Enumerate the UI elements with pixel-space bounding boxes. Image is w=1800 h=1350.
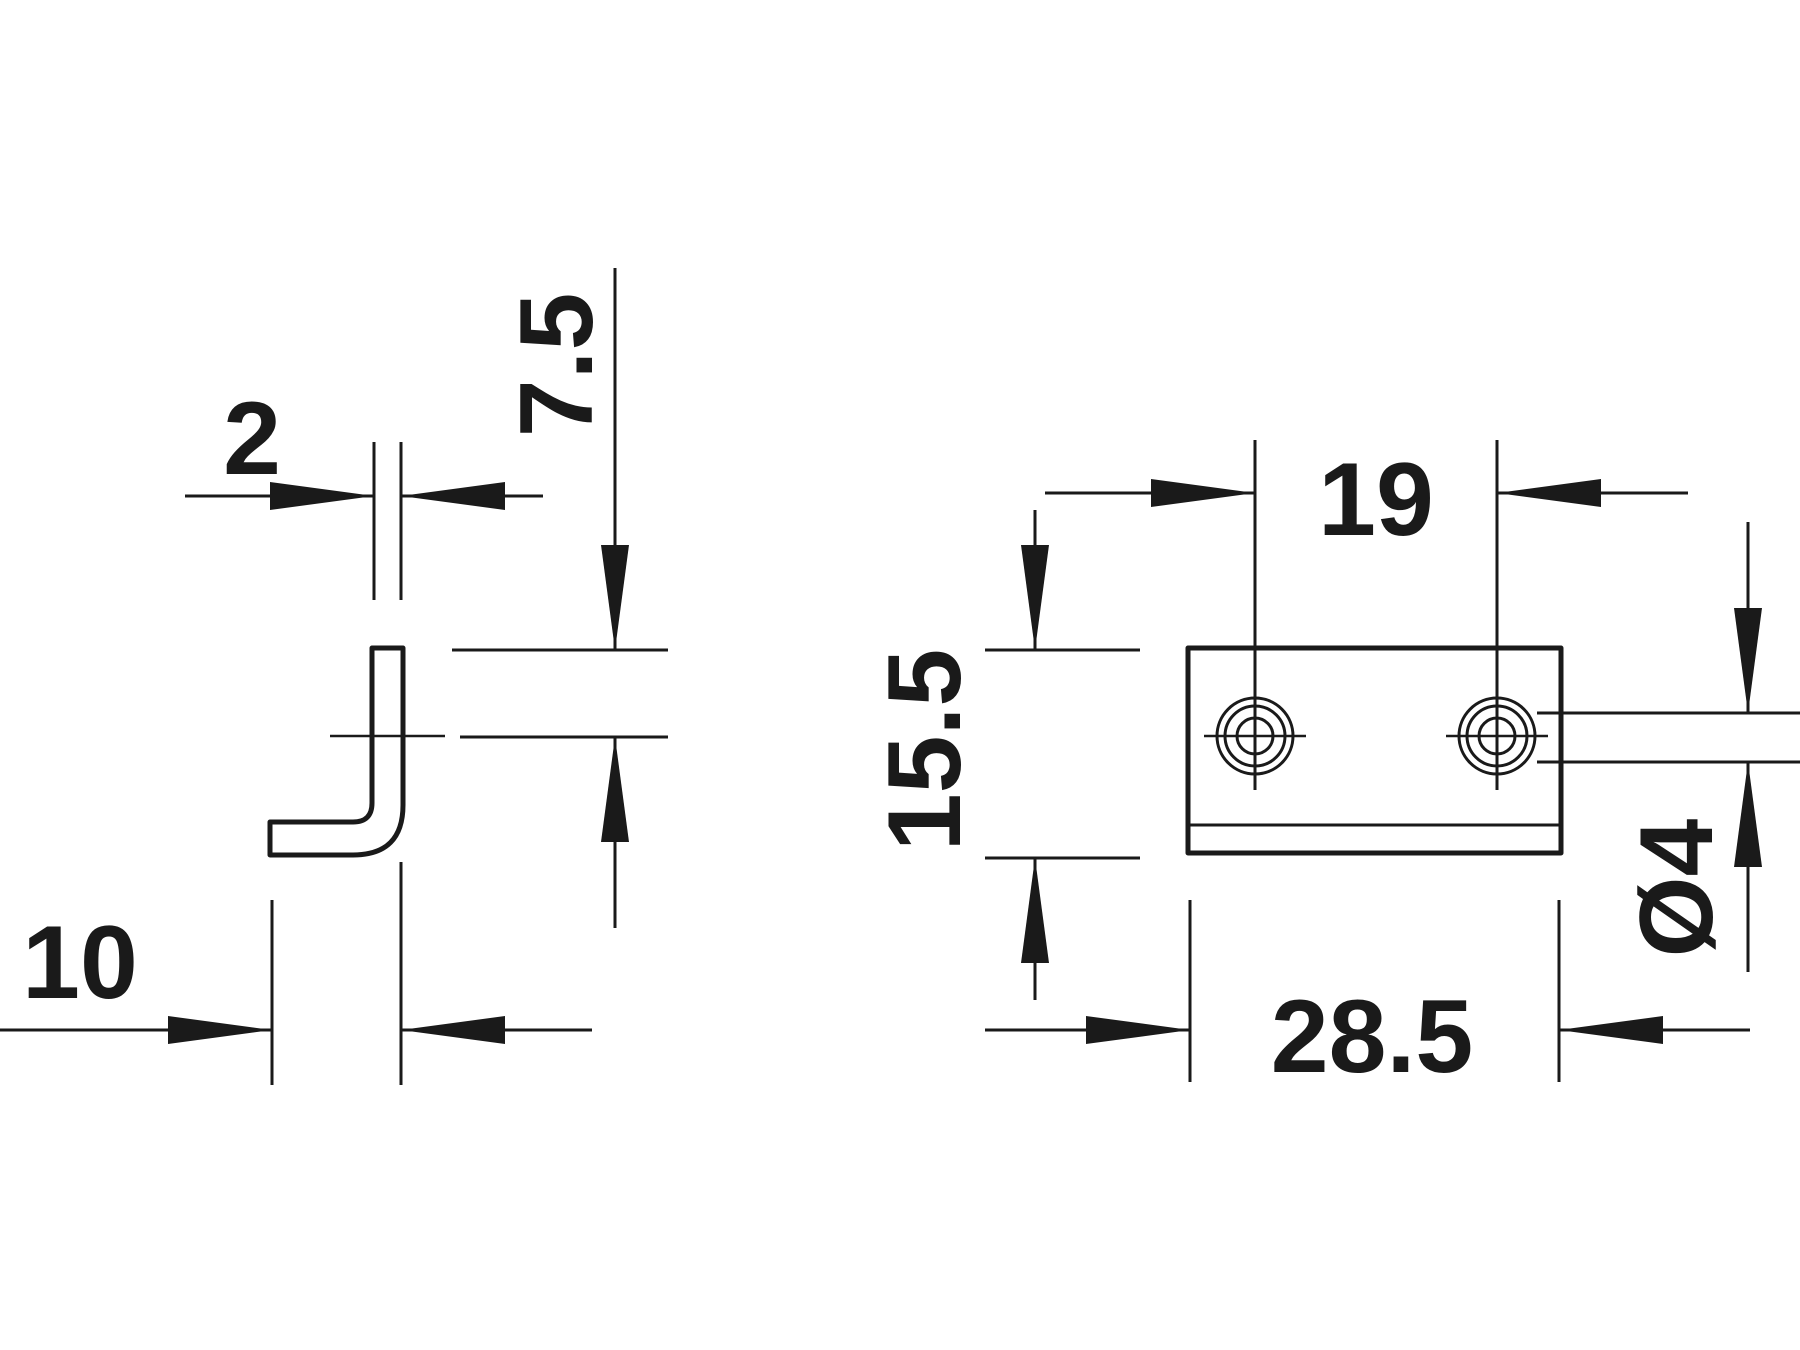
- dim-thickness: 2: [185, 381, 543, 600]
- arrow-right: [168, 1016, 272, 1044]
- arrow-down: [601, 545, 629, 650]
- arrow-left: [401, 482, 505, 510]
- dim-plate-height: 15.5: [867, 510, 1140, 1000]
- arrow-up: [1021, 858, 1049, 963]
- dim-leg-height: 7.5: [452, 268, 668, 928]
- dim-label-leg-length: 10: [22, 905, 138, 1021]
- plate-outline: [1185, 645, 1564, 856]
- dim-hole-spacing: 19: [1045, 440, 1688, 790]
- arrow-left: [1497, 479, 1601, 507]
- arrow-up: [601, 737, 629, 842]
- dim-label-leg-height: 7.5: [499, 293, 615, 438]
- arrow-left: [1559, 1016, 1663, 1044]
- dim-plate-length: 28.5: [985, 900, 1750, 1095]
- bracket-profile: [267, 645, 406, 858]
- arrow-down: [1734, 608, 1762, 713]
- dim-label-hole-spacing: 19: [1318, 442, 1434, 558]
- dim-label-hole-diameter: Ø4: [1619, 818, 1735, 957]
- dim-label-plate-height: 15.5: [867, 649, 983, 851]
- arrow-right: [1151, 479, 1255, 507]
- arrow-left: [401, 1016, 505, 1044]
- side-view: [267, 645, 445, 858]
- arrow-right: [1086, 1016, 1190, 1044]
- dim-label-thickness: 2: [223, 381, 281, 497]
- arrow-up: [1734, 762, 1762, 867]
- arrow-down: [1021, 545, 1049, 650]
- dim-leg-length: 10: [0, 862, 592, 1085]
- front-view: [1185, 645, 1564, 856]
- arrow-right: [270, 482, 374, 510]
- dim-hole-diameter: Ø4: [1537, 522, 1800, 972]
- dim-label-plate-length: 28.5: [1271, 979, 1473, 1095]
